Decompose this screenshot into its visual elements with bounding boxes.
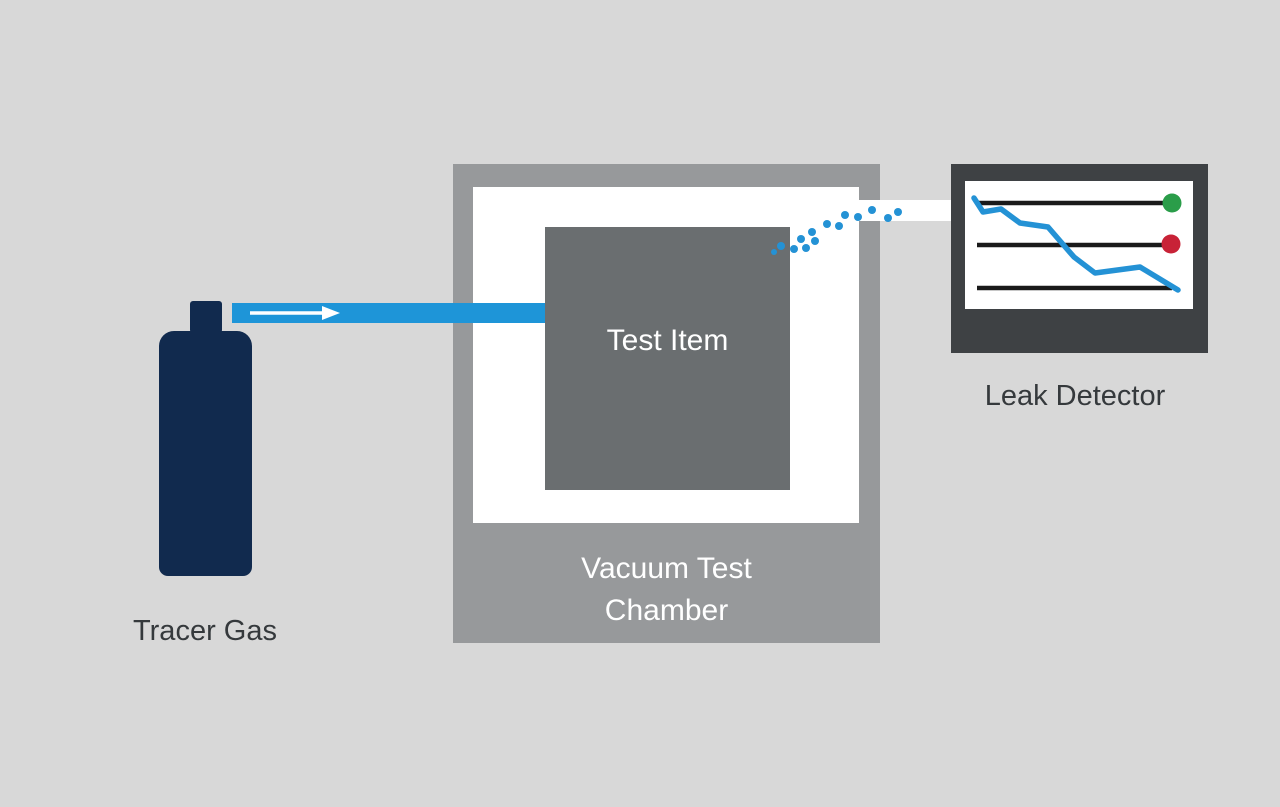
leak-detector-caption: Leak Detector xyxy=(984,380,1166,412)
alarm-indicator-red xyxy=(1161,234,1181,254)
chamber-label: Vacuum Test Chamber xyxy=(453,548,880,632)
detector-screen-graph xyxy=(971,193,1182,293)
gas-feed-pipe xyxy=(232,303,545,323)
signal-trace xyxy=(971,195,1181,293)
flow-arrow-icon xyxy=(250,306,340,320)
test-item: Test Item xyxy=(545,227,790,490)
tracer-gas-caption: Tracer Gas xyxy=(133,615,277,647)
detector-pipe xyxy=(859,200,951,221)
chamber-label-line2: Chamber xyxy=(604,594,729,627)
leak-detector xyxy=(951,164,1208,353)
detector-screen xyxy=(965,181,1193,309)
test-item-label: Test Item xyxy=(606,324,729,357)
tracer-gas-bottle xyxy=(159,331,252,576)
chamber-label-line1: Vacuum Test xyxy=(581,552,752,585)
gas-bottle-cap xyxy=(190,301,222,333)
pass-indicator-green xyxy=(1162,193,1182,213)
